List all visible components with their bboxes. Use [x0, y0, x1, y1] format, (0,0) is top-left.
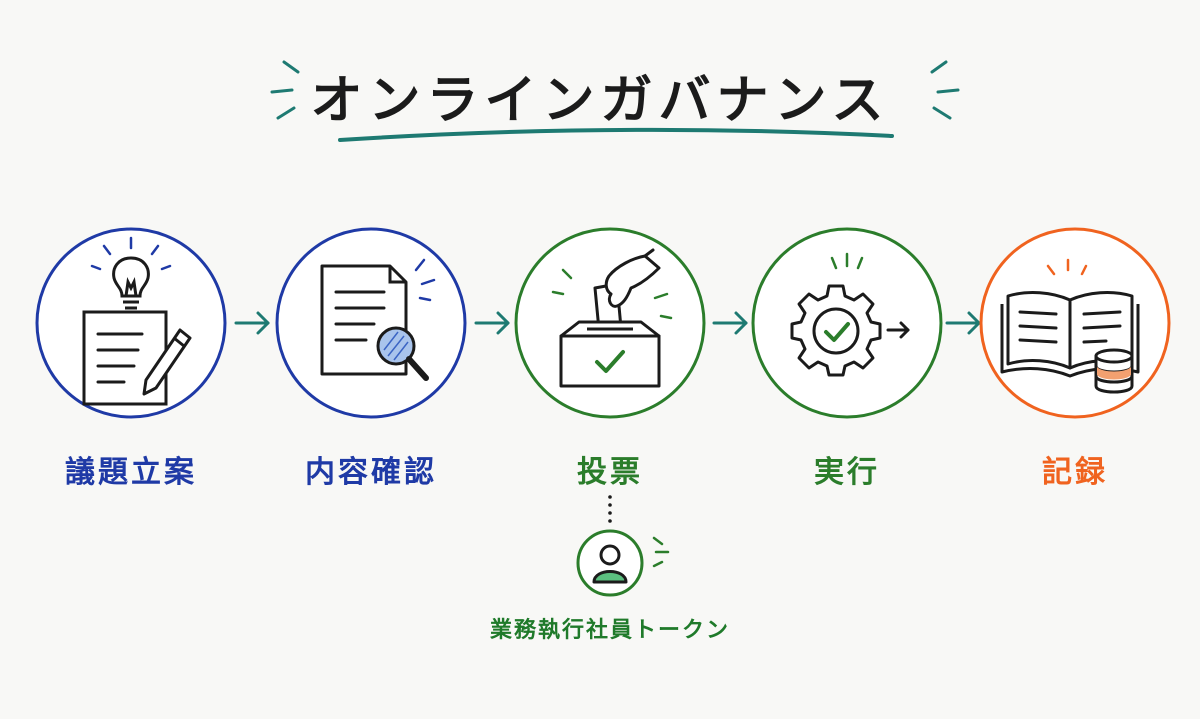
idea-document-pencil-icon [35, 227, 227, 419]
title-decoration [270, 60, 960, 142]
arrow-right-icon [234, 311, 270, 335]
step-vote [513, 226, 707, 420]
step-proposal [34, 226, 228, 420]
step-label-review: 内容確認 [305, 455, 437, 490]
arrow-right-icon [945, 311, 981, 335]
page-title: オンラインガバナンス [310, 71, 890, 131]
step-label-record: 記録 [1042, 455, 1108, 490]
document-magnifier-icon [275, 227, 467, 419]
arrow-right-icon [474, 311, 510, 335]
title-area: オンラインガバナンス [0, 0, 1200, 160]
right-sparkle-icon [930, 60, 960, 120]
left-sparkle-icon [270, 60, 300, 120]
token-label: 業務執行社員トークン [489, 618, 730, 643]
arrow-right-icon [712, 311, 748, 335]
ballot-box-icon [514, 227, 706, 419]
step-label-vote: 投票 [577, 455, 643, 490]
step-record [978, 226, 1172, 420]
step-review [274, 226, 468, 420]
step-label-proposal: 議題立案 [65, 455, 197, 490]
step-execute [750, 226, 944, 420]
step-label-execute: 実行 [814, 455, 880, 490]
book-database-icon [979, 227, 1171, 419]
title-underline [338, 127, 894, 142]
gear-check-icon [751, 227, 943, 419]
